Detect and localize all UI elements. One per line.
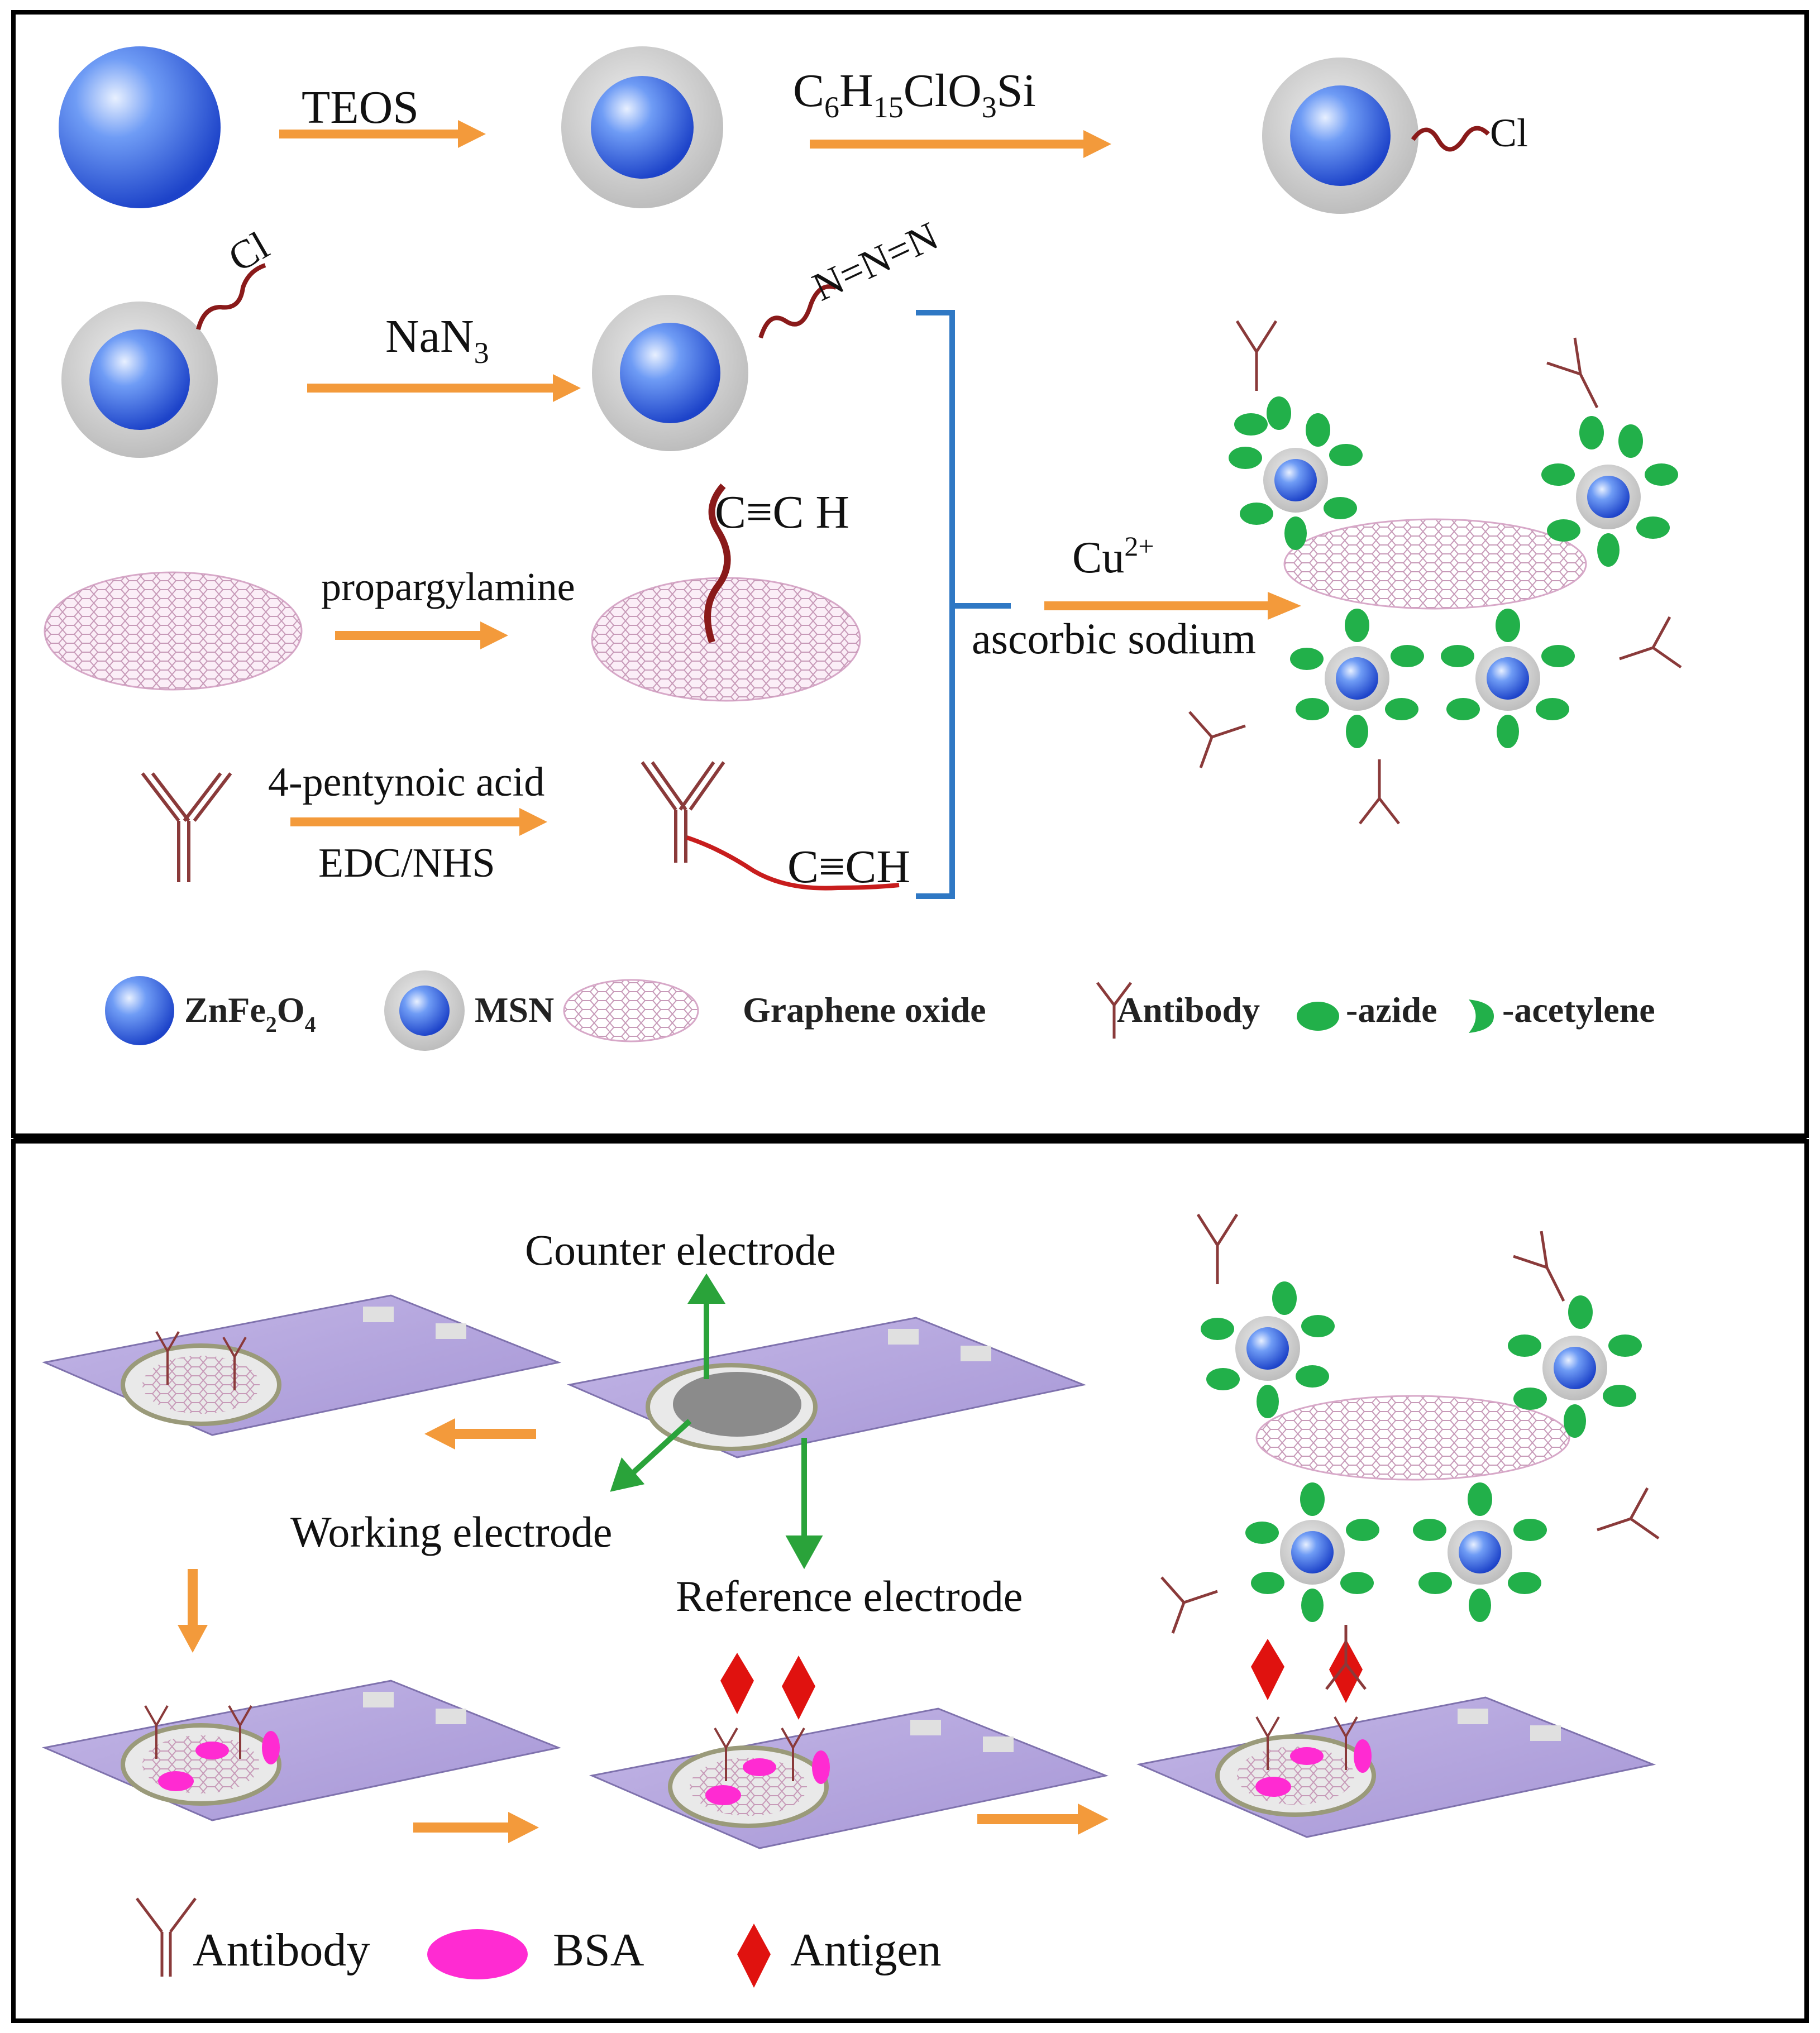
legend-bsa-icon [427,1929,528,1979]
edc-nhs-label: EDC/NHS [318,840,495,886]
arrow-chip-down [178,1625,208,1653]
msn-cluster-1 [1263,448,1328,513]
graphene-oxide-sheet [45,572,302,690]
propargylamine-label: propargylamine [321,565,575,609]
svg-text:N=N=N: N=N=N [806,213,945,310]
msn-cluster-2 [1576,465,1641,529]
pentynoic-acid-label: 4-pentynoic acid [268,759,544,805]
click-step: Cu2+ ascorbic sodium [972,530,1301,663]
antibody-alkyne-icon [641,761,725,863]
svg-text:Cl: Cl [1490,111,1528,155]
top-panel-frame [11,10,1809,1138]
arrow-chip-right-1 [508,1812,539,1843]
antibody-alkyne-label: C≡CH [787,841,910,893]
msn-azide-particle: N=N=N [592,213,945,451]
electrode-chip-5 [1136,1639,1656,1838]
legend-antibody-icon [1096,982,1132,1039]
legend-znfe-label: ZnFe2O4 [184,990,316,1037]
azide-petals [1229,396,1678,748]
legend-bottom-antibody-icon [136,1897,197,1977]
legend-acetylene-label: -acetylene [1502,990,1655,1030]
combine-bracket [916,310,1011,899]
legend-bottom: Antibody BSA Antigen [136,1897,942,1988]
graphene-alkyne-label: C≡C H [715,486,849,538]
teos-label: TEOS [302,82,419,133]
znfe2o4-particle [59,46,221,208]
working-electrode-label: Working electrode [290,1508,612,1556]
legend-acetylene-icon [1469,999,1494,1033]
legend-bsa-label: BSA [553,1924,644,1976]
legend-antigen-label: Antigen [790,1924,942,1976]
legend-msn-icon [384,970,465,1051]
nan3-label: NaN3 [385,310,489,370]
cu-label: Cu2+ [1072,530,1154,582]
msn-particle-1 [561,46,723,208]
row3-graphene: propargylamine C≡C H [44,484,861,702]
legend-top: ZnFe2O4 MSN Graphene oxide Antibody -azi… [105,970,1655,1051]
row2-azide: Cl NaN3 N=N=N [61,213,945,458]
chloro-silane-label: C6H15ClO3Si [793,65,1036,124]
electrode-pointer-arrows [610,1273,823,1570]
ascorbic-sodium-label: ascorbic sodium [972,614,1256,663]
nanocomposite-top [1188,320,1682,825]
arrow-chip-right-2 [1078,1804,1109,1835]
electrode-chip-4 [589,1653,1109,1849]
row1: TEOS C6H15ClO3Si Cl [59,46,1528,214]
legend-go-icon [563,979,699,1042]
msn-cluster-4 [1475,646,1540,711]
svg-text:Cl: Cl [221,223,276,280]
legend-antigen-icon [737,1924,771,1988]
electrode-chip-1 [41,1294,562,1436]
graphene-alkyne-sheet [592,578,860,701]
msn-cluster-3 [1325,646,1389,711]
msn-cl-particle: Cl [1262,58,1528,214]
legend-antibody-label: Antibody [1117,990,1260,1030]
msn-cl-start: Cl [61,223,276,458]
legend-bottom-antibody-label: Antibody [193,1924,370,1976]
legend-azide-label: -azide [1346,990,1437,1030]
antibody-icon [141,772,232,882]
arrow-chip-left [424,1418,455,1450]
row4-antibody: 4-pentynoic acid EDC/NHS C≡CH [141,759,910,893]
electrode-chip-2 [566,1317,1087,1458]
reference-electrode-label: Reference electrode [676,1572,1023,1620]
legend-go-label: Graphene oxide [743,990,986,1030]
bottom-panel-frame [11,1139,1809,2023]
counter-electrode-label: Counter electrode [525,1226,836,1274]
electrode-chip-3 [41,1680,562,1821]
antibodies-top [1188,320,1682,825]
legend-msn-label: MSN [475,990,554,1030]
legend-znfe-icon [105,976,174,1045]
legend-azide-icon [1297,1002,1339,1031]
nanocomposite-bottom [1160,1213,1660,1690]
